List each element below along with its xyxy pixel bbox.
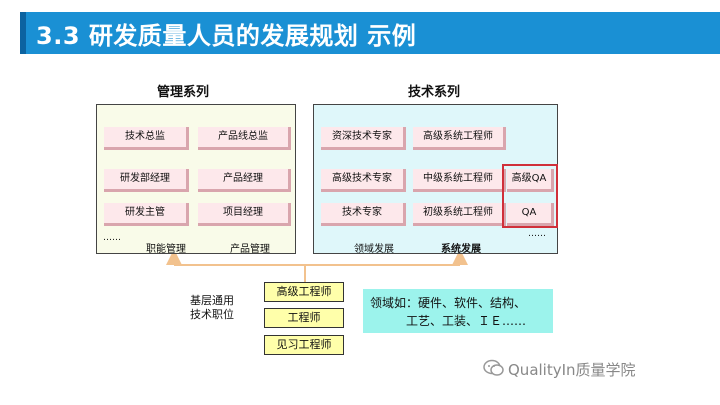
base-label-line1: 基层通用 — [190, 294, 234, 307]
role-rd-manager: 研发部经理 — [104, 169, 189, 192]
management-series-title: 管理系列 — [157, 85, 210, 100]
track-domain-development: 领域发展 — [354, 244, 394, 255]
role-project-manager: 项目经理 — [198, 203, 291, 226]
role-senior-system-engineer: 高级系统工程师 — [413, 127, 506, 150]
technical-series-title: 技术系列 — [408, 85, 461, 100]
domain-examples-line1: 领域如：硬件、软件、结构、 — [370, 296, 527, 310]
role-product-line-director: 产品线总监 — [198, 127, 291, 150]
role-senior-qa: 高级QA — [507, 169, 554, 192]
qa-highlight-box — [502, 164, 558, 228]
title-bar-accent — [20, 12, 26, 54]
technical-ellipsis: …… — [528, 229, 546, 239]
role-rd-supervisor: 研发主管 — [104, 203, 189, 226]
management-ellipsis: …… — [103, 233, 121, 243]
watermark-text: QualityIn质量学院 — [508, 361, 636, 379]
role-tech-expert: 技术专家 — [321, 203, 406, 226]
level-engineer: 工程师 — [264, 308, 344, 328]
level-senior-engineer: 高级工程师 — [264, 282, 344, 302]
domain-examples-line2: 工艺、工装、ＩＥ…… — [406, 314, 527, 328]
slide-title: 3.3 研发质量人员的发展规划 示例 — [36, 22, 417, 50]
role-senior-tech-expert: 资深技术专家 — [321, 127, 406, 150]
title-bar — [20, 12, 720, 54]
base-label-line2: 技术职位 — [190, 308, 234, 321]
wechat-icon — [483, 359, 504, 376]
role-mid-system-engineer: 中级系统工程师 — [413, 169, 506, 192]
track-product-management: 产品管理 — [230, 244, 270, 255]
role-product-manager: 产品经理 — [198, 169, 291, 192]
level-trainee-engineer: 见习工程师 — [264, 335, 344, 355]
role-qa: QA — [507, 203, 554, 226]
role-advanced-tech-expert: 高级技术专家 — [321, 169, 406, 192]
domain-examples-box: 领域如：硬件、软件、结构、 工艺、工装、ＩＥ…… — [363, 289, 553, 333]
role-tech-director: 技术总监 — [104, 127, 189, 150]
track-system-development: 系统发展 — [441, 244, 481, 255]
role-junior-system-engineer: 初级系统工程师 — [413, 203, 506, 226]
track-functional-management: 职能管理 — [146, 244, 186, 255]
